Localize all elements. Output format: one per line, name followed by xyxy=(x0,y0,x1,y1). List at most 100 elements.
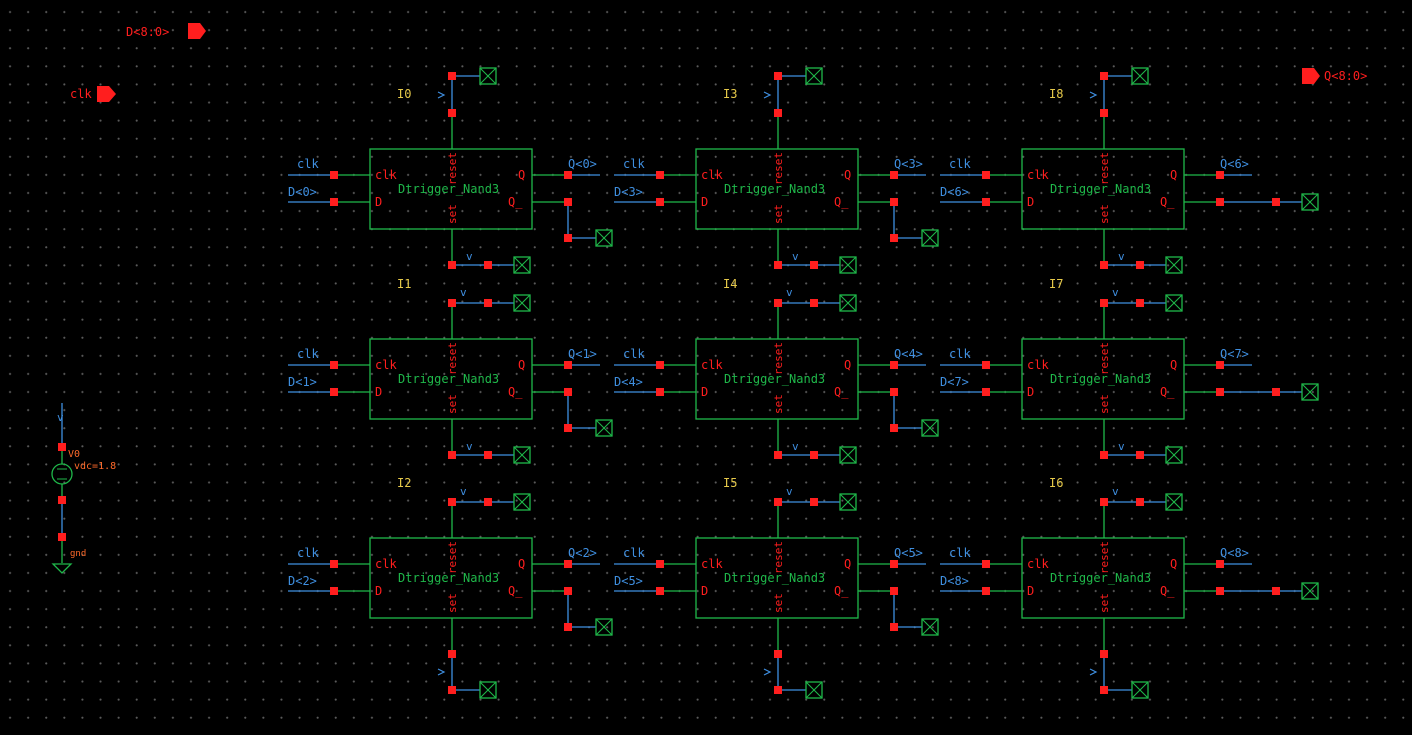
noconn-supply-icon[interactable] xyxy=(513,493,531,511)
noconn-supply-icon[interactable] xyxy=(1165,493,1183,511)
instance-label: I2 xyxy=(397,476,411,490)
pin-d-input-icon xyxy=(188,23,206,39)
net-q-label: Q<3> xyxy=(894,157,923,171)
ground-icon xyxy=(51,563,73,574)
cell-pin-clk-label: clk xyxy=(375,168,397,182)
noconn-set-icon[interactable] xyxy=(479,681,497,699)
cell-pin-d-label: D xyxy=(1027,584,1034,598)
instance-label: I4 xyxy=(723,277,737,291)
net-d-label: D<5> xyxy=(614,574,643,588)
cell-pin-qb-label: Q_ xyxy=(1160,385,1175,399)
noconn-reset-icon[interactable] xyxy=(805,67,823,85)
noconn-qb-icon[interactable] xyxy=(595,618,613,636)
supply-arrow-icon xyxy=(437,91,446,99)
cell-pin-q-label: Q xyxy=(1170,358,1177,372)
noconn-supply-icon[interactable] xyxy=(839,446,857,464)
cell-pin-d-label: D xyxy=(701,584,708,598)
noconn-supply-icon[interactable] xyxy=(839,256,857,274)
noconn-supply-icon[interactable] xyxy=(1165,294,1183,312)
cell-pin-clk-label: clk xyxy=(1027,557,1049,571)
cell-pin-clk-label: clk xyxy=(701,358,723,372)
noconn-qb-icon[interactable] xyxy=(595,419,613,437)
net-clk-label: clk xyxy=(949,347,971,361)
net-v-label: v xyxy=(1112,485,1119,498)
noconn-reset-icon[interactable] xyxy=(1131,67,1149,85)
noconn-supply-icon[interactable] xyxy=(513,294,531,312)
net-clk-label: clk xyxy=(949,546,971,560)
noconn-set-icon[interactable] xyxy=(1131,681,1149,699)
noconn-qb-icon[interactable] xyxy=(1301,193,1319,211)
noconn-supply-icon[interactable] xyxy=(1165,446,1183,464)
noconn-set-icon[interactable] xyxy=(805,681,823,699)
instance-label: I0 xyxy=(397,87,411,101)
flipflop-box[interactable] xyxy=(369,338,533,420)
cell-pin-clk-label: clk xyxy=(375,557,397,571)
flipflop-box[interactable] xyxy=(1021,537,1185,619)
flipflop-box[interactable] xyxy=(369,537,533,619)
net-v-label: v xyxy=(460,485,467,498)
net-v-label: v xyxy=(1118,440,1125,453)
ground-label: gnd xyxy=(70,549,86,559)
flipflop-box[interactable] xyxy=(695,537,859,619)
flipflop-box[interactable] xyxy=(1021,148,1185,230)
cell-name-label: Dtrigger_Nand3 xyxy=(398,571,499,585)
noconn-supply-icon[interactable] xyxy=(839,294,857,312)
noconn-qb-icon[interactable] xyxy=(921,419,939,437)
flipflop-box[interactable] xyxy=(695,148,859,230)
noconn-qb-icon[interactable] xyxy=(921,618,939,636)
noconn-supply-icon[interactable] xyxy=(839,493,857,511)
cell-pin-clk-label: clk xyxy=(1027,358,1049,372)
noconn-reset-icon[interactable] xyxy=(479,67,497,85)
cell-pin-qb-label: Q_ xyxy=(508,584,523,598)
instance-label: I8 xyxy=(1049,87,1063,101)
net-clk-label: clk xyxy=(949,157,971,171)
vdc-source[interactable]: v V0 vdc=1.8 gnd xyxy=(51,403,116,574)
net-v-label: v xyxy=(792,440,799,453)
pin-clk-input-icon xyxy=(97,86,116,102)
cell-pin-reset-label: reset xyxy=(1098,342,1111,375)
noconn-supply-icon[interactable] xyxy=(513,446,531,464)
noconn-supply-icon[interactable] xyxy=(1165,256,1183,274)
cell-pin-set-label: set xyxy=(446,593,459,613)
noconn-qb-icon[interactable] xyxy=(921,229,939,247)
net-v-label: v xyxy=(792,250,799,263)
flipflop-box[interactable] xyxy=(695,338,859,420)
noconn-qb-icon[interactable] xyxy=(1301,383,1319,401)
net-d-label: D<8> xyxy=(940,574,969,588)
instance-label: I3 xyxy=(723,87,737,101)
cell-pin-reset-label: reset xyxy=(446,342,459,375)
net-q-label: Q<5> xyxy=(894,546,923,560)
flipflop-box[interactable] xyxy=(369,148,533,230)
supply-arrow-icon xyxy=(437,668,446,676)
pin-q-output[interactable]: Q<8:0> xyxy=(1302,68,1367,84)
cell-pin-d-label: D xyxy=(701,385,708,399)
net-d-label: D<1> xyxy=(288,375,317,389)
cell-pin-reset-label: reset xyxy=(1098,541,1111,574)
cell-pin-d-label: D xyxy=(375,584,382,598)
net-clk-label: clk xyxy=(623,157,645,171)
cell-pin-qb-label: Q_ xyxy=(834,195,849,209)
net-v-label: v xyxy=(1118,250,1125,263)
cell-pin-q-label: Q xyxy=(518,168,525,182)
cell-pin-set-label: set xyxy=(1098,394,1111,414)
net-q-label: Q<6> xyxy=(1220,157,1249,171)
net-clk-label: clk xyxy=(297,347,319,361)
cell-pin-set-label: set xyxy=(772,394,785,414)
noconn-qb-icon[interactable] xyxy=(595,229,613,247)
pin-q-output-icon xyxy=(1302,68,1320,84)
cell-pin-set-label: set xyxy=(772,593,785,613)
cell-pin-reset-label: reset xyxy=(772,342,785,375)
net-d-label: D<2> xyxy=(288,574,317,588)
net-q-label: Q<0> xyxy=(568,157,597,171)
cell-name-label: Dtrigger_Nand3 xyxy=(398,182,499,196)
cell-pin-reset-label: reset xyxy=(1098,152,1111,185)
noconn-supply-icon[interactable] xyxy=(513,256,531,274)
flipflop-box[interactable] xyxy=(1021,338,1185,420)
pin-clk-input[interactable]: clk xyxy=(70,86,116,102)
pin-d-input[interactable]: D<8:0> xyxy=(126,23,206,39)
instance-label: I5 xyxy=(723,476,737,490)
cell-pin-qb-label: Q_ xyxy=(508,195,523,209)
noconn-qb-icon[interactable] xyxy=(1301,582,1319,600)
